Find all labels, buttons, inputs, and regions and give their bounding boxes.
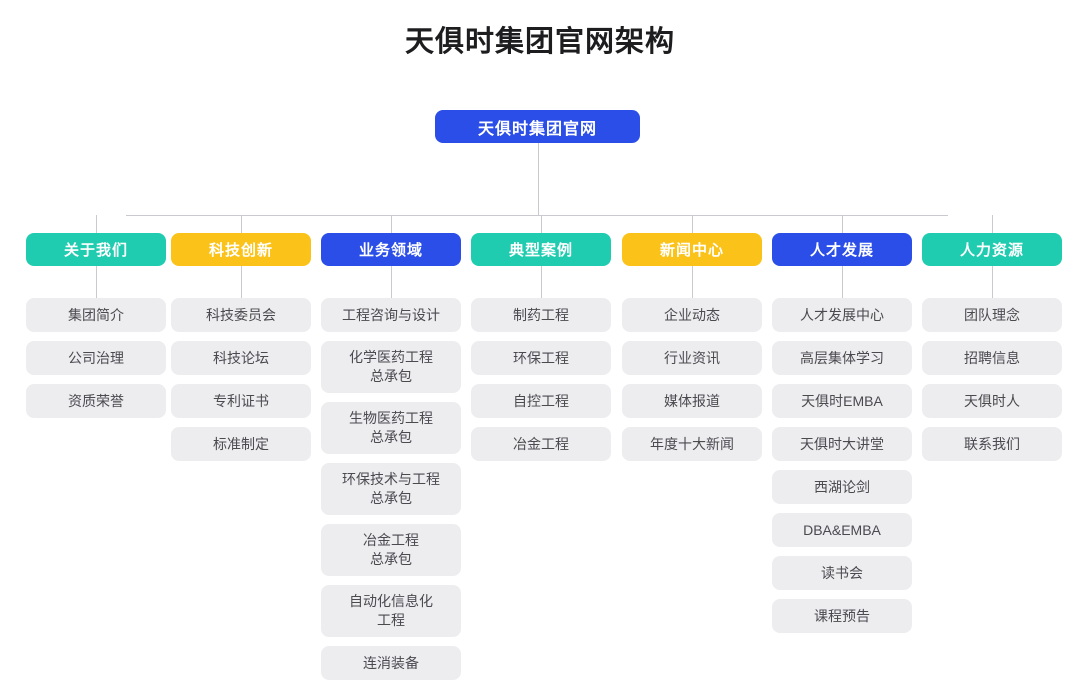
page-title: 天俱时集团官网架构 (404, 26, 675, 58)
list-item[interactable]: 化学医药工程 总承包 (321, 341, 461, 393)
branch-connector-6 (992, 215, 993, 233)
list-item[interactable]: 媒体报道 (622, 384, 762, 418)
header-stem-5 (842, 266, 843, 298)
list-item[interactable]: 西湖论剑 (772, 470, 912, 504)
header-stem-4 (692, 266, 693, 298)
header-stem-0 (96, 266, 97, 298)
list-item[interactable]: 自控工程 (471, 384, 611, 418)
list-item[interactable]: 环保工程 (471, 341, 611, 375)
list-item[interactable]: 天俱时EMBA (772, 384, 912, 418)
header-stem-6 (992, 266, 993, 298)
branch-connector-3 (541, 215, 542, 233)
list-item[interactable]: 自动化信息化 工程 (321, 585, 461, 637)
list-item[interactable]: 生物医药工程 总承包 (321, 402, 461, 454)
list-item[interactable]: 标准制定 (171, 427, 311, 461)
category-header-0[interactable]: 关于我们 (26, 233, 166, 266)
category-header-3[interactable]: 典型案例 (471, 233, 611, 266)
list-item[interactable]: 行业资讯 (622, 341, 762, 375)
list-item[interactable]: 环保技术与工程 总承包 (321, 463, 461, 515)
root-stem-connector (538, 143, 539, 215)
list-item[interactable]: 专利证书 (171, 384, 311, 418)
list-item[interactable]: DBA&EMBA (772, 513, 912, 547)
list-item[interactable]: 科技委员会 (171, 298, 311, 332)
header-stem-2 (391, 266, 392, 298)
category-header-4[interactable]: 新闻中心 (622, 233, 762, 266)
list-item[interactable]: 年度十大新闻 (622, 427, 762, 461)
list-item[interactable]: 连消装备 (321, 646, 461, 680)
list-item[interactable]: 高层集体学习 (772, 341, 912, 375)
list-item[interactable]: 公司治理 (26, 341, 166, 375)
category-header-2[interactable]: 业务领域 (321, 233, 461, 266)
branch-connector-4 (692, 215, 693, 233)
column-0: 关于我们集团简介公司治理资质荣誉 (26, 233, 166, 418)
list-item[interactable]: 课程预告 (772, 599, 912, 633)
item-list-2: 工程咨询与设计化学医药工程 总承包生物医药工程 总承包环保技术与工程 总承包冶金… (321, 298, 461, 680)
list-item[interactable]: 冶金工程 (471, 427, 611, 461)
list-item[interactable]: 冶金工程 总承包 (321, 524, 461, 576)
list-item[interactable]: 制药工程 (471, 298, 611, 332)
category-header-1[interactable]: 科技创新 (171, 233, 311, 266)
column-2: 业务领域工程咨询与设计化学医药工程 总承包生物医药工程 总承包环保技术与工程 总… (321, 233, 461, 680)
branch-connector-5 (842, 215, 843, 233)
column-4: 新闻中心企业动态行业资讯媒体报道年度十大新闻 (622, 233, 762, 461)
root-node[interactable]: 天俱时集团官网 (435, 110, 640, 143)
list-item[interactable]: 天俱时大讲堂 (772, 427, 912, 461)
header-stem-1 (241, 266, 242, 298)
column-3: 典型案例制药工程环保工程自控工程冶金工程 (471, 233, 611, 461)
item-list-0: 集团简介公司治理资质荣誉 (26, 298, 166, 418)
list-item[interactable]: 工程咨询与设计 (321, 298, 461, 332)
horizontal-bus-connector (126, 215, 948, 216)
column-6: 人力资源团队理念招聘信息天俱时人联系我们 (922, 233, 1062, 461)
branch-connector-2 (391, 215, 392, 233)
category-header-6[interactable]: 人力资源 (922, 233, 1062, 266)
header-stem-3 (541, 266, 542, 298)
column-1: 科技创新科技委员会科技论坛专利证书标准制定 (171, 233, 311, 461)
branch-connector-0 (96, 215, 97, 233)
item-list-5: 人才发展中心高层集体学习天俱时EMBA 天俱时大讲堂西湖论剑 DBA&EMBA 读书会… (772, 298, 912, 633)
list-item[interactable]: 人才发展中心 (772, 298, 912, 332)
list-item[interactable]: 天俱时人 (922, 384, 1062, 418)
list-item[interactable]: 团队理念 (922, 298, 1062, 332)
list-item[interactable]: 资质荣誉 (26, 384, 166, 418)
list-item[interactable]: 企业动态 (622, 298, 762, 332)
column-5: 人才发展人才发展中心高层集体学习天俱时EMBA 天俱时大讲堂西湖论剑 DBA&EMB… (772, 233, 912, 633)
item-list-6: 团队理念招聘信息天俱时人联系我们 (922, 298, 1062, 461)
list-item[interactable]: 招聘信息 (922, 341, 1062, 375)
item-list-3: 制药工程环保工程自控工程冶金工程 (471, 298, 611, 461)
list-item[interactable]: 集团简介 (26, 298, 166, 332)
list-item[interactable]: 联系我们 (922, 427, 1062, 461)
list-item[interactable]: 科技论坛 (171, 341, 311, 375)
item-list-1: 科技委员会科技论坛专利证书标准制定 (171, 298, 311, 461)
category-header-5[interactable]: 人才发展 (772, 233, 912, 266)
branch-connector-1 (241, 215, 242, 233)
list-item[interactable]: 读书会 (772, 556, 912, 590)
item-list-4: 企业动态行业资讯媒体报道年度十大新闻 (622, 298, 762, 461)
